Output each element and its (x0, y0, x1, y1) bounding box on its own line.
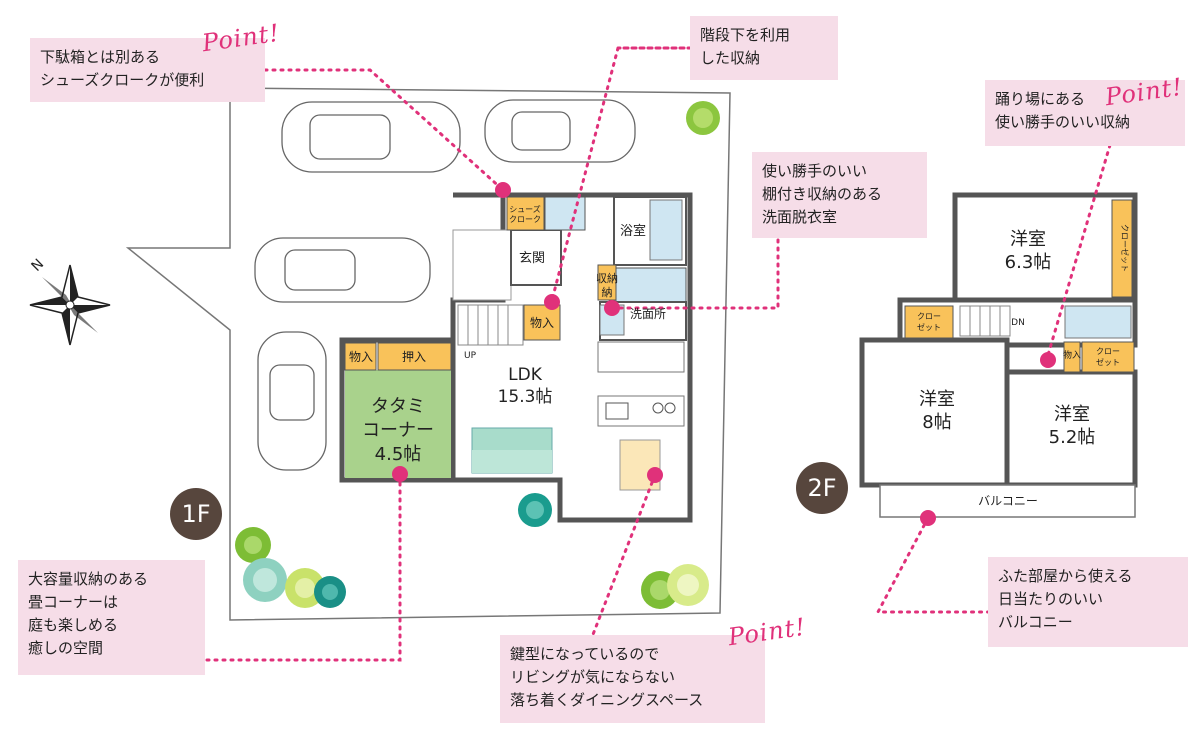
room-label: 洗面所 (630, 307, 666, 321)
callout-landing-storage: 踊り場にある 使い勝手のいい収納 (985, 80, 1185, 146)
room-label: 洋室 (1010, 229, 1046, 250)
marker-dots (392, 182, 1056, 526)
room-label: 5.2帖 (1049, 427, 1096, 448)
tree-icon (314, 576, 346, 608)
car-icon (281, 101, 461, 173)
room-label: 物入 (349, 350, 373, 364)
room-label: バルコニー (978, 494, 1038, 508)
room-label: 浴室 (620, 223, 646, 239)
room-label: コーナー (362, 420, 434, 441)
room-label: タタミ (371, 396, 425, 417)
callout-stairs-storage: 階段下を利用 した収納 (690, 16, 838, 80)
room-label: 物入 (1063, 349, 1081, 361)
callout-dining: 鍵型になっているので リビングが気にならない 落ち着くダイニングスペース (500, 635, 765, 723)
room-label: 洋室 (919, 389, 955, 410)
tree-icon (667, 564, 709, 606)
first-floor-plan (339, 192, 693, 523)
floor-badge-2f: 2F (796, 462, 848, 514)
floor-badge-1f: 1F (170, 488, 222, 540)
leader-lines (203, 46, 1112, 662)
callout-tatami: 大容量収納のある 畳コーナーは 庭も楽しめる 癒しの空間 (18, 560, 205, 675)
room-label: クローク (509, 215, 541, 224)
compass-icon (29, 264, 111, 346)
second-floor-plan (859, 192, 1138, 518)
car-icon (257, 331, 327, 471)
tree-icon (235, 527, 271, 563)
tree-icon (285, 568, 325, 608)
site-boundary (125, 87, 731, 621)
room-label: 6.3帖 (1005, 252, 1052, 273)
room-label: 押入 (402, 350, 426, 364)
tree-icon (686, 101, 720, 135)
room-label: 4.5帖 (375, 444, 422, 465)
tree-icon (243, 558, 287, 602)
room-label: LDK (508, 365, 543, 385)
room-label: 洋室 (1054, 404, 1090, 425)
room-label: クロー (1096, 347, 1120, 356)
callout-shoe-cloak: 下駄箱とは別ある シューズクロークが便利 (30, 38, 265, 102)
tree-icon (518, 493, 552, 527)
room-label: クロー (917, 312, 941, 321)
car-icon (254, 237, 431, 303)
room-label: 玄関 (519, 251, 545, 266)
compass-label: N (29, 256, 48, 275)
callout-balcony: ふた部屋から使える 日当たりのいい バルコニー (988, 557, 1188, 647)
room-label: 収納 (596, 272, 618, 285)
room-label: 納 (602, 286, 613, 299)
car-icon (484, 99, 636, 163)
room-label: シューズ (509, 204, 541, 214)
room-label: ゼット (1096, 357, 1120, 367)
room-label: 物入 (530, 316, 554, 330)
room-label: UP (464, 351, 477, 361)
room-label: DN (1011, 318, 1025, 328)
room-label: ゼット (917, 322, 941, 332)
callout-washroom: 使い勝手のいい 棚付き収納のある 洗面脱衣室 (752, 152, 927, 238)
room-label: 8帖 (922, 412, 951, 433)
room-label: 15.3帖 (498, 387, 553, 407)
room-label: クローゼット (1120, 224, 1130, 272)
